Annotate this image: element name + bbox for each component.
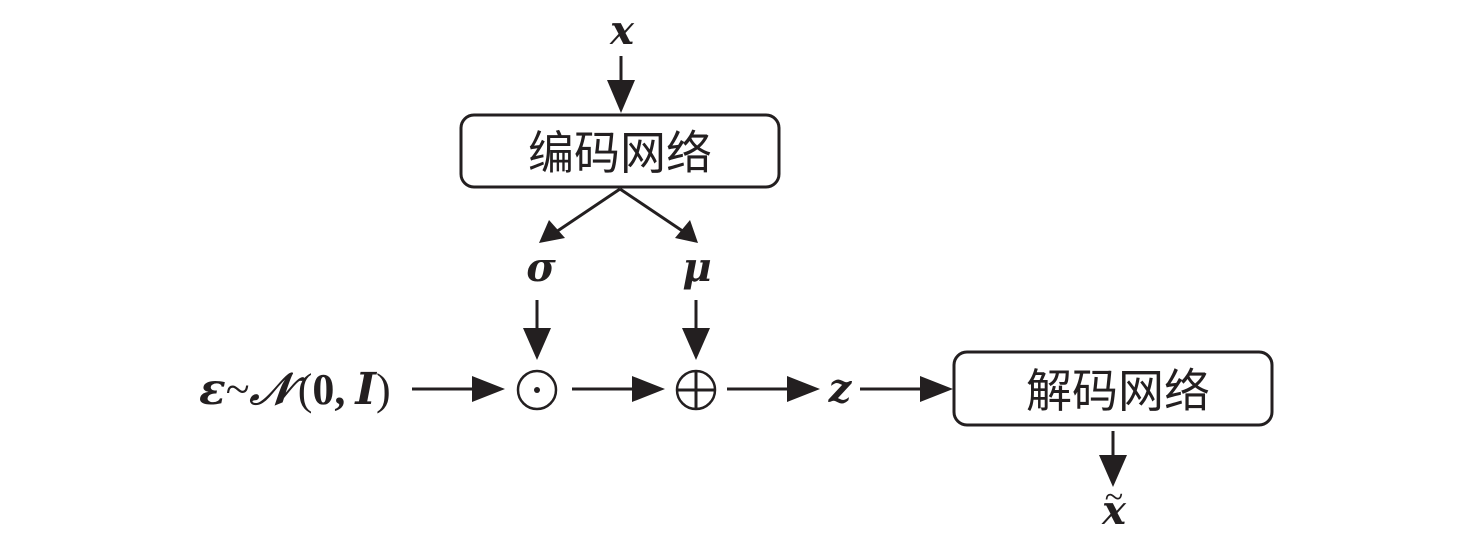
arrow-multiply-to-add (572, 376, 665, 402)
identity-matrix: I (353, 364, 377, 415)
elementwise-multiply-operator (516, 369, 558, 411)
mu-label: μ (682, 244, 711, 291)
comma: , (334, 365, 345, 414)
epsilon-symbol: ε (199, 364, 226, 415)
arrow-z-to-decoder (860, 376, 953, 402)
encoder-label: 编码网络 (528, 126, 712, 180)
arrow-encoder-to-mu (619, 187, 698, 243)
svg-text:ε~𝒩(0,I): ε~𝒩(0,I) (199, 364, 391, 415)
open-paren: ( (298, 365, 313, 414)
output-x-label: x (1101, 487, 1127, 534)
zero-vector: 0 (312, 365, 334, 414)
arrow-mu-to-add (682, 300, 710, 360)
input-x-label: x (609, 7, 635, 54)
latent-z-label: z (828, 365, 853, 412)
output-x-tilde: ~ x (1101, 479, 1127, 534)
noise-distribution: ε~𝒩(0,I) (199, 364, 391, 415)
arrow-decoder-to-output (1099, 431, 1127, 487)
tilde-symbol: ~ (226, 365, 250, 414)
encoder-box: 编码网络 (459, 113, 781, 189)
arrow-input-to-encoder (607, 56, 635, 113)
arrow-encoder-to-sigma (539, 187, 621, 243)
sigma-label: σ (526, 244, 556, 291)
decoder-label: 解码网络 (1026, 364, 1210, 418)
arrow-add-to-z (727, 376, 820, 402)
arrow-sigma-to-multiply (523, 300, 551, 360)
tilde-accent: ~ (1105, 479, 1123, 516)
arrow-noise-to-multiply (412, 376, 505, 402)
close-paren: ) (376, 365, 391, 414)
decoder-box: 解码网络 (952, 350, 1274, 427)
add-operator (675, 369, 717, 411)
